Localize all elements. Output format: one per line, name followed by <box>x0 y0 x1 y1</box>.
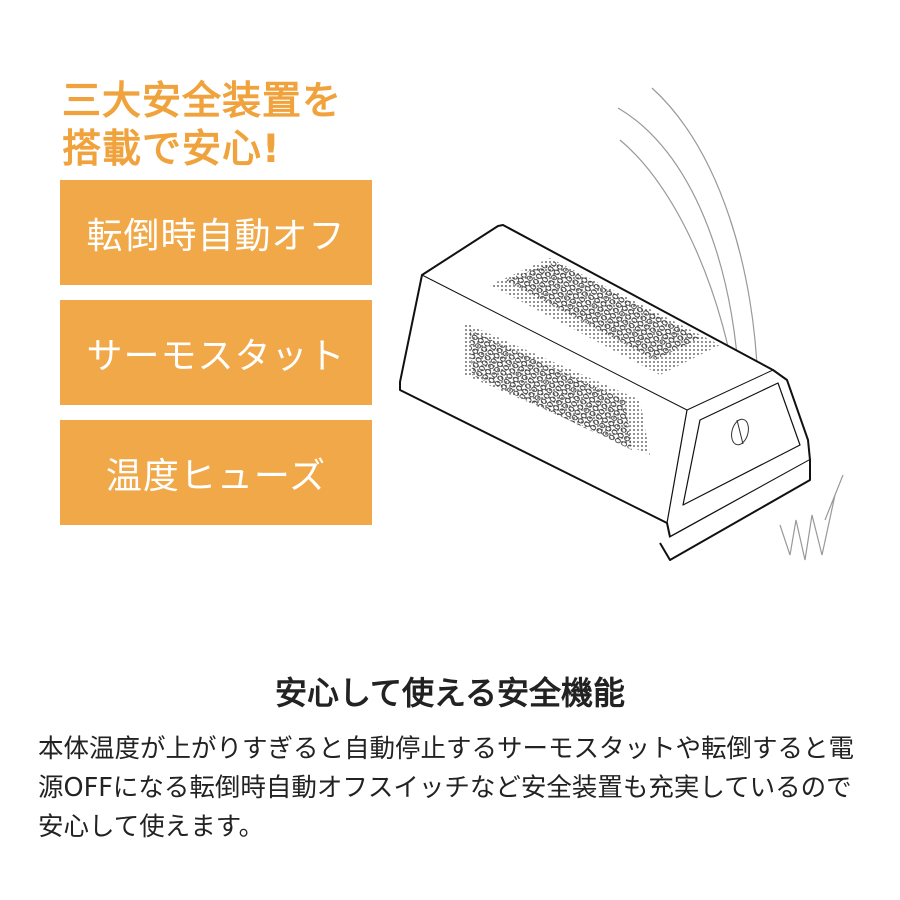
knob-icon <box>731 418 749 446</box>
impact-burst-icon <box>779 474 844 561</box>
heater-body <box>399 224 811 561</box>
section-description: 本体温度が上がりすぎると自動停止するサーモスタットや転倒すると電源OFFになる転… <box>38 734 855 842</box>
headline-line1: 三大安全装置を <box>62 79 343 124</box>
badge-thermal-fuse: 温度ヒューズ <box>60 420 372 525</box>
headline: 三大安全装置を 搭載で安心! <box>62 78 342 174</box>
headline-line2: 搭載で安心! <box>62 127 281 172</box>
badge-thermostat: サーモスタット <box>60 300 372 405</box>
badge-tip-over-off: 転倒時自動オフ <box>60 180 372 285</box>
side-vent-grille <box>463 322 650 455</box>
top-vent-grille <box>490 258 720 375</box>
section-title: 安心して使える安全機能 <box>274 674 626 712</box>
